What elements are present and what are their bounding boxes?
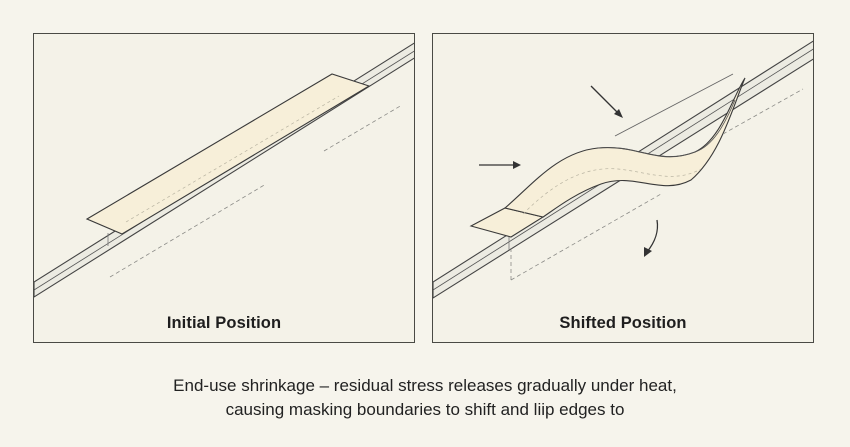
shifted-position-panel: Shifted Position [432,33,814,343]
lifted-tape [503,77,746,218]
tape-centerline [522,168,702,215]
initial-position-illustration [34,42,414,298]
reference-line-upper [323,104,403,152]
shifted-position-title: Shifted Position [559,314,687,332]
caption-line-1: End-use shrinkage – residual stress rele… [173,376,677,395]
tape-underside [597,99,736,158]
masking-tape [85,73,371,235]
arrow-left-icon [479,161,521,169]
initial-position-title: Initial Position [166,314,282,332]
original-boundary-line [614,73,734,137]
shift-reference-diagonal [510,193,662,281]
arrow-down-icon [644,219,659,257]
caption-line-2: causing masking boundaries to shift and … [225,400,625,419]
shifted-position-illustration [433,40,813,299]
reference-line-upper [722,88,804,135]
figure-caption: End-use shrinkage – residual stress rele… [0,374,850,422]
tape-centerline [125,95,340,223]
arrow-top-icon [590,85,623,118]
initial-position-panel: Initial Position [33,33,415,343]
reference-line-lower [109,183,267,278]
